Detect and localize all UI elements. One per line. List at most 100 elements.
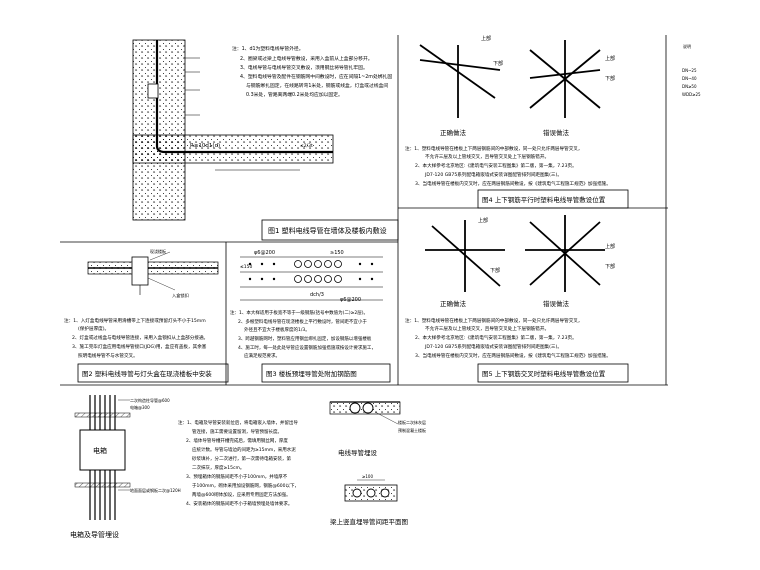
svg-text:应满足规范要求。: 应满足规范要求。	[244, 352, 280, 359]
fig6-box-label: 电箱	[93, 446, 107, 455]
fig3-notes: 注：1、本大样适用于板宽不等于一级钢筋(括号中数值为(二)≥2层)。 2、多根塑…	[230, 309, 376, 359]
right-legend: 说明 DN~25 DN~40 DN≥50 WDD≥25	[682, 43, 701, 97]
fig4-lower-label: 下部	[493, 60, 503, 67]
fig5-wrong	[525, 215, 605, 292]
fig4-upper-label: 上部	[481, 35, 491, 42]
fig5-wrong-upper: 上部	[605, 243, 615, 250]
fig7-drawing: 楼板二次抹灰层 预制混凝土楼板 电线导管埋设	[329, 401, 426, 457]
svg-text:0.3米处，管路离两端0.2米处均应加以固定。: 0.3米处，管路离两端0.2米处均应加以固定。	[246, 91, 343, 98]
fig3-dim-right: φ6@200	[340, 297, 361, 303]
svg-text:不允许三层及以上管线交叉，且导管交叉处上下层钢筋错开。: 不允许三层及以上管线交叉，且导管交叉处上下层钢筋错开。	[425, 153, 549, 160]
svg-text:2、本大样参考北京地区:《建筑电气安装工程图集》第二版，第一: 2、本大样参考北京地区:《建筑电气安装工程图集》第二版，第一集，7.23页。	[415, 162, 577, 169]
fig3-dim-150: ≥150	[330, 250, 344, 256]
svg-text:不允许三层及以上管线交叉，且导管交叉处上下层钢筋错开。: 不允许三层及以上管线交叉，且导管交叉处上下层钢筋错开。	[425, 325, 549, 332]
fig4-title: 图4 上下钢筋平行时塑料电线导管敷设位置	[482, 195, 606, 204]
fig2-notes: 注：1、入灯盒电线导管采用滑槽带上下连接或预留灯头不小于15mm (保护层厚度)…	[64, 317, 208, 359]
fig1-dim-label: ≤2/3t	[300, 143, 313, 149]
svg-text:砂浆填补，分二次进行，第一次需待电箱安装，第: 砂浆填补，分二次进行，第一次需待电箱安装，第	[192, 455, 291, 462]
fig4-wrong-upper: 上部	[605, 55, 615, 62]
wall-box	[147, 83, 159, 99]
fig5-drawing: 上部 下部 正确做法 上部 下部 错误做法 注：1、塑料电线导管在楼板上下两层钢…	[405, 215, 629, 383]
fig2-drawing: 现浇楼板 入盒锁扣 注：1、入灯盒电线导管采用滑槽带上下连接或预留灯头不小于15…	[64, 248, 229, 383]
fig7-callout-1: 楼板二次抹灰层	[398, 419, 426, 425]
fig2-lamp-box	[131, 256, 149, 286]
svg-text:3、当电线导管在楼板内交叉时，应在两层钢筋间敷设，按《建筑电: 3、当电线导管在楼板内交叉时，应在两层钢筋间敷设，按《建筑电气工程施工规范》加强…	[415, 352, 611, 359]
svg-text:两墙@600砌体加设，应采用专用固定方法加强。: 两墙@600砌体加设，应采用专用固定方法加强。	[192, 491, 291, 498]
fig6-notes: 注：1、电箱及导管安装就位后，将电箱嵌入墙体，并留出导 管连接，施工需要设置留洞…	[178, 419, 299, 507]
fig3-conduits	[294, 260, 342, 283]
fig1-title: 图1 塑料电线导管在墙体及楼板内敷设	[268, 226, 387, 235]
fig8-dim: ≥100	[362, 474, 373, 479]
fig7-conduit	[349, 402, 361, 414]
fig4-drawing: 上部 下部 正确做法 上部 下部 错误做法 注：1、塑料电线导管在楼板上下两层钢…	[405, 35, 629, 209]
svg-text:2、圈梁或过梁上电线导管敷设，采用入盒前从上盒部分移开。: 2、圈梁或过梁上电线导管敷设，采用入盒前从上盒部分移开。	[240, 55, 373, 62]
svg-text:WDD≥25: WDD≥25	[682, 92, 701, 97]
svg-text:注：1、本大样适用于板宽不等于一级钢筋(括号中数值为(二)≥: 注：1、本大样适用于板宽不等于一级钢筋(括号中数值为(二)≥2层)。	[230, 309, 368, 316]
fig1-radius-label: R≥10d1(d)	[190, 143, 220, 149]
fig4-correct	[419, 44, 501, 118]
fig8-drawing: ≥100 梁上竖直埋导管间距平面图	[330, 474, 408, 526]
fig4-wrong-label: 错误做法	[543, 128, 570, 137]
fig4-correct-label: 正确做法	[440, 128, 467, 137]
svg-text:(保护层厚度)。: (保护层厚度)。	[78, 325, 109, 332]
fig5-lower-label: 下部	[490, 267, 500, 274]
fig6-bottom-callout: 地面面层或钢板二次@120H	[130, 487, 181, 493]
fig6-title: 电箱及导管埋设	[70, 530, 119, 539]
fig1-notes: 注：1、d1为塑料电线导管外径。 2、圈梁或过梁上电线导管敷设，采用入盒前从上盒…	[232, 45, 392, 98]
svg-text:与钢筋绑扎固定，在线路转弯1米处，钢筋或线盒，灯盒或过线盒间: 与钢筋绑扎固定，在线路转弯1米处，钢筋或线盒，灯盒或过线盒间	[246, 82, 388, 89]
fig4-wrong	[529, 40, 601, 118]
fig5-correct-label: 正确做法	[440, 299, 467, 308]
fig5-wrong-lower: 下部	[605, 263, 615, 270]
svg-text:3、电线导管与电线导管交叉敷设，须用钢丝将导管扎牢固。: 3、电线导管与电线导管交叉敷设，须用钢丝将导管扎牢固。	[240, 64, 368, 71]
svg-text:注：1、塑料电线导管在楼板上下两层钢筋间的中部敷设，同一处只: 注：1、塑料电线导管在楼板上下两层钢筋间的中部敷设，同一处只允许两层导管交叉，	[405, 145, 583, 152]
svg-text:JD7-120 GB75系列配电箱嵌墙式安装详图配管排列间距: JD7-120 GB75系列配电箱嵌墙式安装详图配管排列间距图集(三)。	[424, 171, 562, 178]
svg-text:外径且不宜大于楼板厚度的1/3。: 外径且不宜大于楼板厚度的1/3。	[244, 326, 310, 333]
fig3-drawing: φ6@200 ≥150 ≤150 dch/3 φ6@200 注：1、本大样适用于…	[230, 250, 391, 383]
fig2-callout: 入盒锁扣	[172, 292, 189, 299]
fig5-title: 图5 上下钢筋交叉时塑料电线导管敷设位置	[482, 369, 606, 378]
fig2-title: 图2 塑料电线导管与灯头盒在现浇楼板中安装	[82, 369, 212, 378]
fig3-dim-top: φ6@200	[254, 250, 275, 256]
fig3-dim-bottom: dch/3	[310, 292, 324, 298]
svg-text:2、本大样参考北京地区:《建筑电气安装工程图集》第二版，第一: 2、本大样参考北京地区:《建筑电气安装工程图集》第二版，第一集，7.23页。	[415, 334, 577, 341]
svg-text:4、塑料电线导管及配件在钢筋网中间敷设时，应在间隔1~2m处: 4、塑料电线导管及配件在钢筋网中间敷设时，应在间隔1~2m处绑扎固	[240, 73, 392, 80]
svg-text:DN~40: DN~40	[682, 76, 697, 81]
svg-text:于100mm，砌体采用加设钢筋网，钢筋@600以下，: 于100mm，砌体采用加设钢筋网，钢筋@600以下，	[192, 482, 299, 489]
svg-text:应统计数。导管与墙边的间距为≥15mm，采用水泥: 应统计数。导管与墙边的间距为≥15mm，采用水泥	[192, 446, 296, 453]
fig5-notes: 注：1、塑料电线导管在楼板上下两层钢筋间的中部敷设，同一处只允许两层导管交叉， …	[405, 317, 611, 359]
svg-text:管连接，施工需要设置留洞，导管预留长度。: 管连接，施工需要设置留洞，导管预留长度。	[192, 428, 282, 435]
svg-text:注：1、塑料电线导管在楼板上下两层钢筋间的中部敷设，同一处只: 注：1、塑料电线导管在楼板上下两层钢筋间的中部敷设，同一处只允许两层导管交叉，	[405, 317, 583, 324]
fig7-title: 电线导管埋设	[338, 448, 378, 457]
svg-text:2、多根塑料电线导管在现浇楼板上平行敷设时，管间距不宜小于: 2、多根塑料电线导管在现浇楼板上平行敷设时，管间距不宜小于	[238, 318, 367, 325]
fig5-wrong-label: 错误做法	[543, 299, 570, 308]
fig4-notes: 注：1、塑料电线导管在楼板上下两层钢筋间的中部敷设，同一处只允许两层导管交叉， …	[405, 145, 611, 187]
fig3-dim-side: ≤150	[240, 264, 252, 270]
svg-text:3、当电线导管在楼板内交叉时，应在两层钢筋间敷设，按《建筑电: 3、当电线导管在楼板内交叉时，应在两层钢筋间敷设，按《建筑电气工程施工规范》加强…	[415, 180, 611, 187]
fig5-upper-label: 上部	[478, 217, 488, 224]
fig6-callout-2: 电箱@300	[130, 404, 150, 410]
svg-text:注：1、入灯盒电线导管采用滑槽带上下连接或预留灯头不小于15: 注：1、入灯盒电线导管采用滑槽带上下连接或预留灯头不小于15mm	[64, 317, 206, 324]
fig5-correct	[425, 220, 505, 292]
svg-text:注：1、电箱及导管安装就位后，将电箱嵌入墙体，并留出导: 注：1、电箱及导管安装就位后，将电箱嵌入墙体，并留出导	[178, 419, 298, 426]
svg-text:2、灯盒或过线盒与电线导管连接，采用入盒锁扣从上盒部分接通。: 2、灯盒或过线盒与电线导管连接，采用入盒锁扣从上盒部分接通。	[72, 334, 208, 341]
fig6-drawing: 电箱 二次构造柱导管@600 电箱@300 地面面层或钢板二次@120H 电箱及…	[70, 395, 299, 539]
svg-text:DN≥50: DN≥50	[682, 84, 697, 89]
wall-section	[132, 39, 186, 221]
svg-text:注：1、d1为塑料电线导管外径。: 注：1、d1为塑料电线导管外径。	[232, 45, 304, 52]
frame-lines	[60, 35, 668, 386]
fig6-callout-1: 二次构造柱导管@600	[130, 397, 170, 403]
svg-text:DN~25: DN~25	[682, 68, 697, 73]
svg-text:说明: 说明	[683, 43, 691, 49]
fig3-title: 图3 楼板预埋导管处附加钢筋图	[266, 369, 357, 378]
svg-text:4、施工时，每一处此处导管应设置钢筋加强措施或按设计要求施工: 4、施工时，每一处此处导管应设置钢筋加强措施或按设计要求施工，	[238, 344, 376, 351]
svg-text:2、墙体导管导槽开槽完成后，需填用钢丝网，厚度: 2、墙体导管导槽开槽完成后，需填用钢丝网，厚度	[186, 437, 288, 444]
fig1-drawing: R≥10d1(d) ≤2/3t 注：1、d1为塑料电线导管外径。 2、圈梁或过梁…	[132, 39, 399, 241]
svg-text:照明电线导管不与水管交叉。: 照明电线导管不与水管交叉。	[78, 352, 138, 359]
conduit-horizontal	[155, 145, 333, 154]
svg-text:JD7-120 GB75系列配电箱嵌墙式安装详图配管排列间距: JD7-120 GB75系列配电箱嵌墙式安装详图配管排列间距图集(三)。	[424, 343, 562, 350]
fig2-top-callout: 现浇楼板	[150, 248, 166, 254]
svg-text:二次抹灰，厚度≥15cm。: 二次抹灰，厚度≥15cm。	[192, 464, 244, 471]
svg-text:4、安装箱体的钢筋间距不小于箱墙预埋处墙体要求。: 4、安装箱体的钢筋间距不小于箱墙预埋处墙体要求。	[186, 500, 292, 507]
fig6-panel-box	[79, 429, 126, 471]
